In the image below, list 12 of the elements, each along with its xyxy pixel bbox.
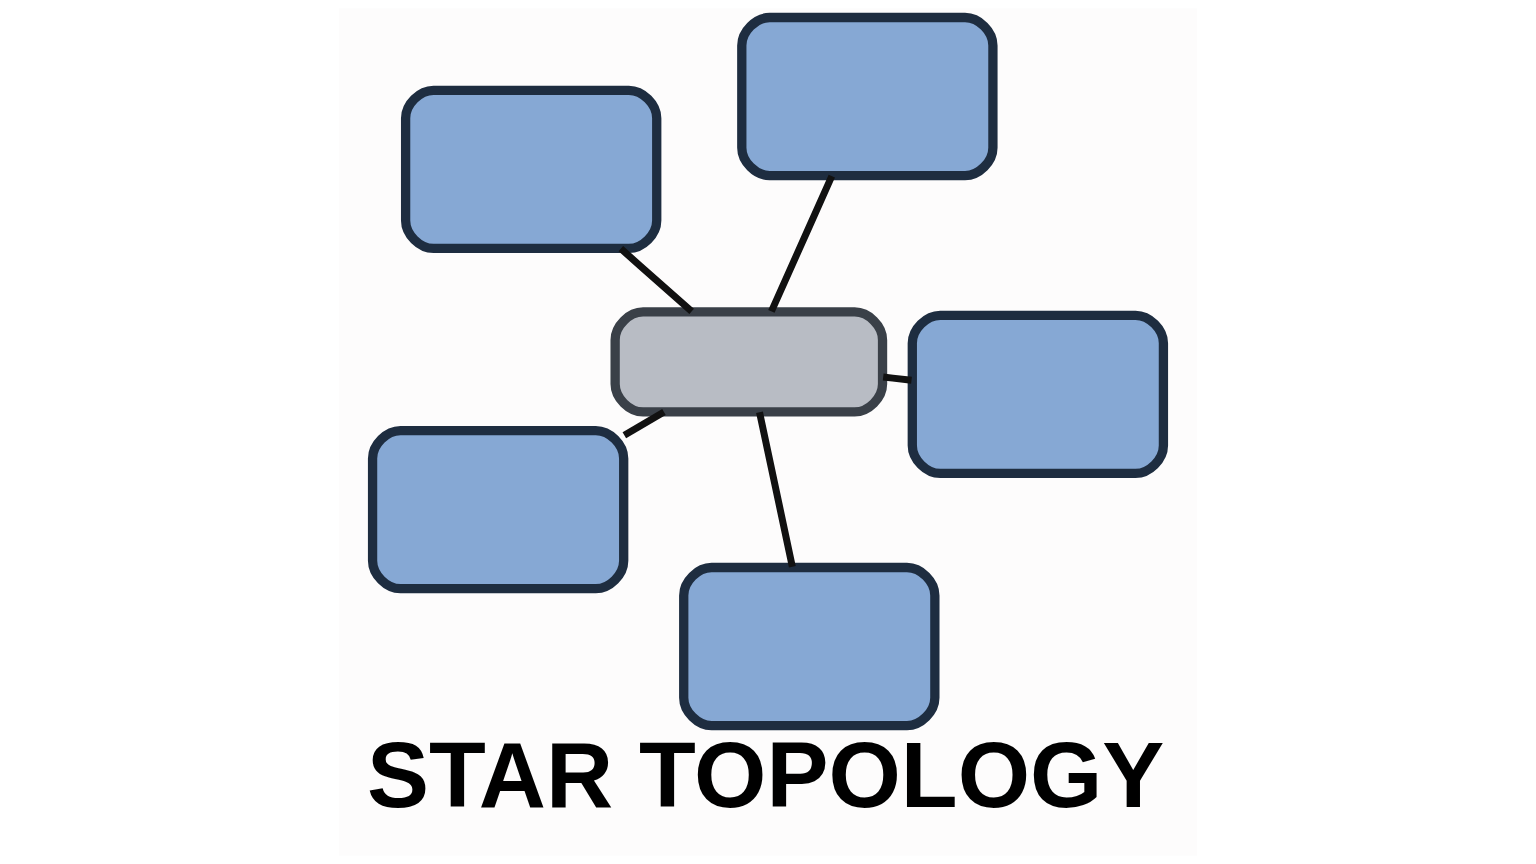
connector [756, 411, 796, 568]
node-box [907, 310, 1169, 479]
node-box [737, 12, 998, 181]
connector [618, 246, 694, 314]
node-box [400, 85, 662, 254]
connector [768, 174, 835, 313]
node-box [367, 425, 629, 594]
node-box [679, 562, 940, 731]
node-box [610, 307, 888, 417]
connector [882, 373, 912, 384]
connector [622, 408, 666, 439]
diagram-title: STAR TOPOLOGY [366, 722, 1165, 827]
